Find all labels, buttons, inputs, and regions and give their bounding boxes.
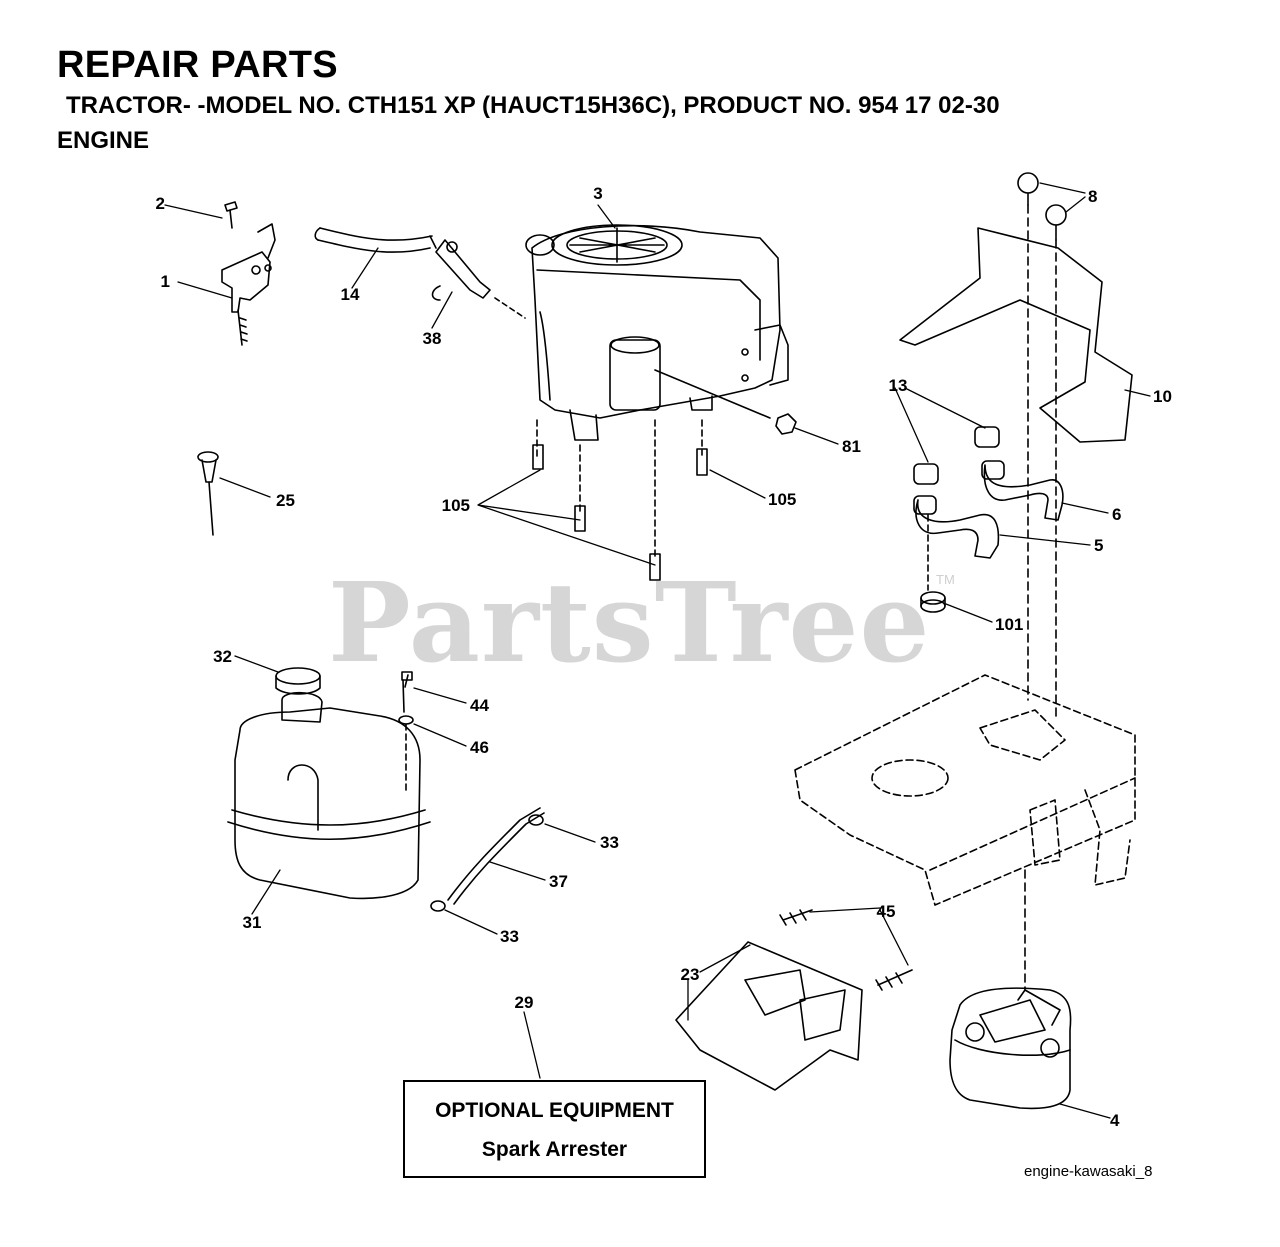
callout-81: 81 bbox=[842, 437, 861, 456]
exhaust-pipe-parts bbox=[913, 426, 1064, 613]
callout-32: 32 bbox=[213, 647, 232, 666]
callout-33: 33 bbox=[600, 833, 619, 852]
callout-38: 38 bbox=[423, 329, 442, 348]
callout-labels: 2 1 3 14 38 8 10 13 81 25 105 105 6 5 10… bbox=[156, 184, 1172, 1130]
throttle-bracket-part bbox=[221, 201, 276, 346]
spark-arrester-part bbox=[675, 909, 913, 1091]
watermark-tm: TM bbox=[936, 572, 955, 587]
mounting-plate-part bbox=[794, 674, 1136, 906]
spark-arrester-label: Spark Arrester bbox=[481, 1138, 628, 1161]
callout-8: 8 bbox=[1088, 187, 1097, 206]
callout-13: 13 bbox=[889, 376, 908, 395]
page-title: REPAIR PARTS bbox=[57, 44, 338, 86]
callout-14: 14 bbox=[341, 285, 360, 304]
callout-37: 37 bbox=[549, 872, 568, 891]
figure-id: engine-kawasaki_8 bbox=[1024, 1163, 1153, 1180]
callout-23: 23 bbox=[681, 965, 700, 984]
callout-6: 6 bbox=[1112, 505, 1121, 524]
callout-105: 105 bbox=[768, 490, 796, 509]
callout-105: 105 bbox=[442, 496, 470, 515]
optional-equipment-box: OPTIONAL EQUIPMENT Spark Arrester bbox=[403, 1080, 706, 1178]
callout-3: 3 bbox=[593, 184, 602, 203]
callout-44: 44 bbox=[470, 696, 489, 715]
heat-shield-part bbox=[899, 172, 1133, 721]
bolt-105-parts bbox=[532, 419, 708, 581]
watermark: PartsTree bbox=[328, 558, 931, 687]
callout-31: 31 bbox=[243, 913, 262, 932]
optional-equipment-label: OPTIONAL EQUIPMENT bbox=[435, 1099, 674, 1122]
callout-33: 33 bbox=[500, 927, 519, 946]
fuel-hose-part bbox=[314, 227, 526, 319]
callout-101: 101 bbox=[995, 615, 1023, 634]
callout-10: 10 bbox=[1153, 387, 1172, 406]
callout-4: 4 bbox=[1110, 1111, 1120, 1130]
leader-lines bbox=[164, 182, 1151, 1119]
fuel-tank-part bbox=[227, 667, 431, 900]
callout-1: 1 bbox=[161, 272, 170, 291]
callout-29: 29 bbox=[515, 993, 534, 1012]
muffler-part bbox=[949, 869, 1072, 1110]
fuel-line-part bbox=[430, 807, 545, 912]
dipstick-part bbox=[197, 451, 219, 536]
callout-45: 45 bbox=[877, 902, 896, 921]
callout-2: 2 bbox=[156, 194, 165, 213]
engine-part bbox=[525, 224, 797, 441]
callout-5: 5 bbox=[1094, 536, 1103, 555]
callout-25: 25 bbox=[276, 491, 295, 510]
callout-46: 46 bbox=[470, 738, 489, 757]
model-line: TRACTOR- -MODEL NO. CTH151 XP (HAUCT15H3… bbox=[66, 92, 1000, 119]
section-title: ENGINE bbox=[57, 127, 150, 154]
